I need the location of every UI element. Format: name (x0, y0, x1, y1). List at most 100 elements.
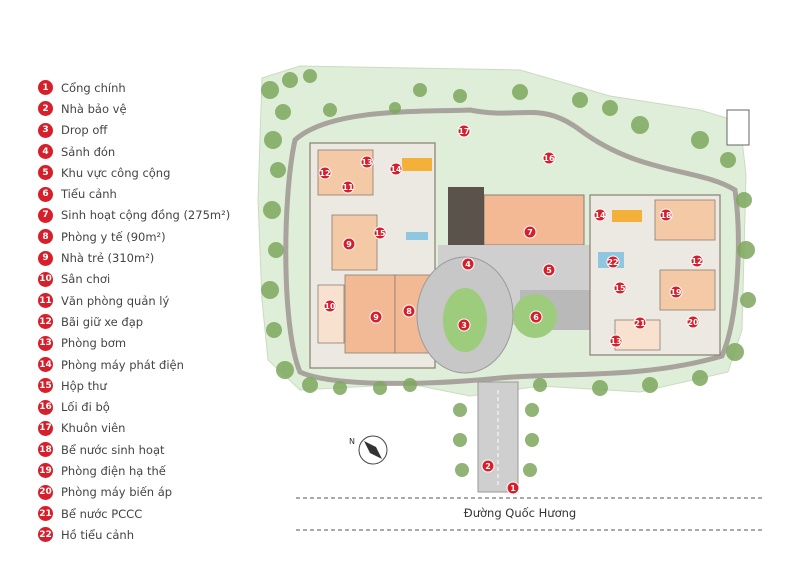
legend-number-badge: 4 (38, 144, 53, 160)
corner-structure (726, 109, 750, 146)
legend-item: 2 Nhà bảo vệ (38, 98, 258, 119)
legend-label: Phòng máy biến áp (61, 485, 173, 500)
legend-label: Bể nước PCCC (61, 506, 143, 521)
legend-label: Sinh hoạt cộng đồng (275m²) (61, 208, 231, 223)
legend-number-badge: 6 (38, 186, 53, 202)
marker-11[interactable]: 11 (341, 180, 355, 194)
legend-number-badge: 8 (38, 229, 53, 245)
svg-text:15: 15 (614, 284, 626, 293)
marker-13a[interactable]: 13 (360, 155, 374, 169)
legend-label: Hồ tiểu cảnh (61, 527, 135, 542)
marker-18[interactable]: 18 (659, 208, 673, 222)
marker-19[interactable]: 19 (669, 285, 683, 299)
marker-14a[interactable]: 14 (389, 162, 403, 176)
marker-12a[interactable]: 12 (318, 166, 332, 180)
svg-text:10: 10 (324, 302, 336, 311)
compass-icon: N (349, 435, 388, 465)
legend-label: Tiểu cảnh (61, 187, 117, 202)
svg-text:22: 22 (607, 258, 618, 267)
svg-text:12: 12 (319, 169, 330, 178)
legend-number-badge: 18 (38, 442, 53, 458)
svg-text:16: 16 (543, 154, 555, 163)
svg-text:4: 4 (465, 260, 471, 269)
legend-number-badge: 14 (38, 357, 53, 372)
marker-10[interactable]: 10 (323, 299, 337, 313)
legend-number-badge: 10 (38, 271, 53, 287)
legend-label: Văn phòng quản lý (61, 293, 170, 308)
svg-text:17: 17 (458, 127, 469, 136)
svg-text:N: N (349, 437, 355, 446)
legend-label: Cổng chính (61, 80, 126, 95)
entrance-driveway (477, 381, 519, 493)
legend-number-badge: 15 (38, 378, 53, 394)
svg-text:13: 13 (610, 337, 621, 346)
svg-text:7: 7 (527, 228, 533, 237)
svg-text:1: 1 (510, 484, 516, 493)
svg-text:9: 9 (373, 313, 379, 322)
right-room-mid (659, 269, 716, 311)
marker-22[interactable]: 22 (606, 255, 620, 269)
legend-number-badge: 12 (38, 314, 53, 330)
svg-text:9: 9 (346, 240, 352, 249)
legend-item: 6 Tiểu cảnh (38, 183, 258, 204)
marker-20[interactable]: 20 (686, 315, 700, 329)
legend-label: Khuôn viên (61, 421, 126, 436)
legend-label: Nhà bảo vệ (61, 101, 127, 116)
legend-item: 12 Bãi giữ xe đạp (38, 311, 258, 332)
playground (317, 284, 345, 344)
marker-13b[interactable]: 13 (609, 334, 623, 348)
legend-label: Bãi giữ xe đạp (61, 314, 144, 329)
legend-number-badge: 2 (38, 101, 53, 117)
legend-number-badge: 17 (38, 420, 53, 436)
marker-21[interactable]: 21 (633, 316, 647, 330)
marker-4[interactable]: 4 (461, 257, 475, 271)
marker-9b[interactable]: 9 (369, 310, 383, 324)
legend-item: 15 Hộp thư (38, 375, 258, 396)
legend-item: 17 Khuôn viên (38, 418, 258, 439)
legend-label: Bể nước sinh hoạt (61, 442, 165, 457)
svg-text:14: 14 (390, 165, 402, 174)
svg-text:11: 11 (342, 183, 354, 192)
legend-label: Khu vực công cộng (61, 165, 171, 180)
street-name-label: Đường Quốc Hương (463, 506, 577, 520)
legend-number-badge: 20 (38, 484, 53, 500)
marker-17[interactable]: 17 (457, 124, 471, 138)
legend-item: 5 Khu vực công cộng (38, 162, 258, 183)
left-pool (406, 232, 428, 240)
marker-16[interactable]: 16 (542, 151, 556, 165)
marker-9a[interactable]: 9 (342, 237, 356, 251)
marker-15a[interactable]: 15 (373, 226, 387, 240)
generator-yellow (402, 158, 432, 171)
marker-15b[interactable]: 15 (613, 281, 627, 295)
marker-5[interactable]: 5 (542, 263, 556, 277)
legend-number-badge: 19 (38, 463, 53, 479)
legend-item: 1 Cổng chính (38, 77, 258, 98)
legend-number-badge: 5 (38, 165, 53, 181)
marker-8[interactable]: 8 (402, 304, 416, 318)
marker-6[interactable]: 6 (529, 310, 543, 324)
marker-3[interactable]: 3 (457, 318, 471, 332)
marker-7[interactable]: 7 (523, 225, 537, 239)
legend-number-badge: 11 (38, 293, 53, 309)
legend-number-badge: 22 (38, 527, 53, 543)
marker-2[interactable]: 2 (481, 459, 495, 473)
trees (261, 69, 756, 477)
legend-label: Hộp thư (61, 378, 107, 393)
legend-number-badge: 16 (38, 399, 53, 415)
marker-1[interactable]: 1 (506, 481, 520, 495)
legend-item: 18 Bể nước sinh hoạt (38, 439, 258, 460)
marker-14b[interactable]: 14 (593, 208, 607, 222)
svg-text:12: 12 (691, 257, 702, 266)
legend-number-badge: 1 (38, 80, 53, 96)
marker-12b[interactable]: 12 (690, 254, 704, 268)
